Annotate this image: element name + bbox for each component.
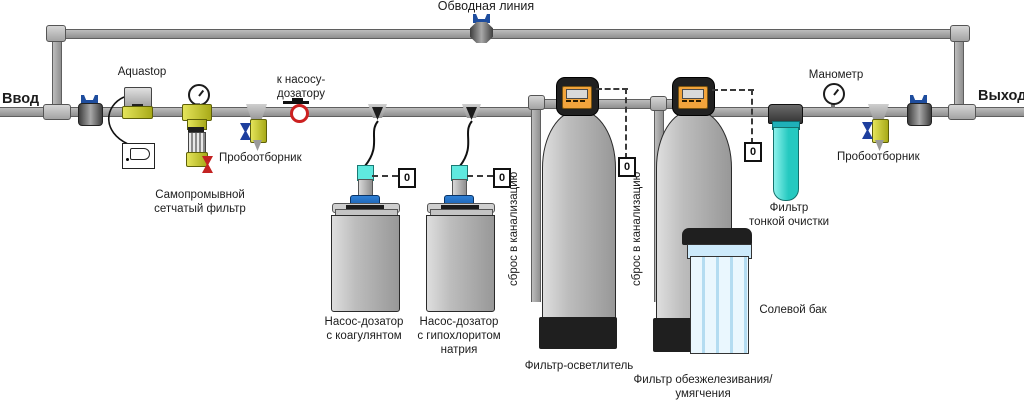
bypass-pipe [52, 29, 962, 39]
elbow-drain-2 [650, 96, 667, 111]
pump1-injection-wedge [372, 107, 383, 120]
filter1-base [539, 317, 617, 349]
filter1-head-button [580, 100, 585, 102]
leak-sensor-dot [126, 158, 129, 161]
filter1-head-button [566, 100, 571, 102]
salt-tank-body [690, 256, 749, 354]
drain-pipe-1 [531, 99, 541, 302]
pump1-tank-band [346, 205, 384, 211]
pump2-power-dash [467, 175, 493, 177]
bypass-valve [470, 22, 493, 43]
filter1-label: Фильтр-осветлитель [524, 360, 634, 372]
filter2-head-button [689, 100, 694, 102]
pump1-tank [331, 215, 400, 312]
injection-pointer-nub [292, 98, 303, 102]
pump1-label-2: с коагулянтом [326, 330, 402, 342]
filter1-power-dash-h [596, 88, 628, 90]
salt-tank-label: Солевой бак [759, 304, 827, 316]
pump2-label-3: натрия [440, 344, 478, 356]
fine-filter-body [773, 127, 799, 201]
leak-sensor-icon [122, 143, 155, 169]
outlet-symbol: 0 [749, 146, 757, 158]
pump2-tank-band [441, 205, 479, 211]
filter1-head-display [566, 89, 588, 99]
filter1-head-button [573, 100, 578, 102]
tee-left [43, 104, 71, 120]
sampler2-handle [862, 122, 873, 139]
outlet-symbol: 0 [623, 161, 631, 173]
filter2-power-dash-h [712, 89, 754, 91]
pump2-label-2: с гипохлоритом [417, 330, 501, 342]
injection-pointer [283, 101, 309, 104]
pump1-label-1: Насос-дозатор [324, 316, 404, 328]
filter2-head-display [682, 89, 704, 99]
filter1-tank [542, 110, 616, 320]
filter2-head-button [696, 100, 701, 102]
aquastop-cable [108, 96, 129, 145]
filter2-label-2: умягчения [675, 388, 731, 400]
manometer-gauge-icon [823, 83, 845, 105]
sampler1-spout [253, 140, 262, 151]
filter2-label-1: Фильтр обезжелезивания/ [633, 374, 773, 386]
leak-sensor-symbol [130, 148, 150, 160]
sampler2-label: Пробоотборник [837, 151, 920, 163]
sampler1-label: Пробоотборник [219, 152, 302, 164]
main-pipe-right [710, 107, 1024, 117]
to-doser-label-2: дозатору [277, 88, 325, 100]
pump2-injection-wedge [466, 107, 477, 120]
main-pipe-left [0, 107, 540, 117]
pump1-power-outlet-icon: 0 [398, 168, 416, 188]
sampler1-tee [246, 104, 267, 120]
pump1-power-dash [372, 175, 398, 177]
to-doser-label-1: к насосу- [276, 74, 326, 86]
pump2-cable [459, 120, 473, 167]
inter-filter-pipe [594, 99, 678, 109]
injection-ring-icon [290, 104, 309, 123]
outlet-label: Выход [978, 88, 1024, 104]
sampler1-handle [240, 123, 251, 140]
head1-inlet-pipe [533, 99, 561, 109]
outlet-symbol: 0 [498, 172, 506, 184]
pump1-cable [364, 120, 379, 167]
bypass-label: Обводная линия [437, 0, 535, 13]
fine-filter-label-1: Фильтр [769, 202, 809, 214]
sampler1-body [250, 119, 267, 143]
filter2-power-outlet-icon: 0 [744, 142, 762, 162]
filter2-head-button [682, 100, 687, 102]
elbow-top-left [46, 25, 66, 42]
aquastop-valve [122, 106, 153, 119]
filter1-power-dash-v [625, 88, 627, 159]
drain1-label: сброс в канализацию [508, 171, 520, 287]
mesh-filter-drain-handle [202, 156, 213, 173]
mesh-filter-label-2: сетчатый фильтр [154, 203, 246, 215]
elbow-drain-1 [528, 95, 545, 110]
sampler2-body [872, 119, 889, 143]
bypass-riser-right [954, 33, 964, 111]
mesh-filter-band [188, 127, 204, 133]
elbow-top-right [950, 25, 970, 42]
bypass-valve-handle [473, 14, 490, 23]
pump2-tank [426, 215, 495, 312]
inlet-valve [78, 103, 103, 126]
salt-tank-lid [682, 228, 752, 245]
aquastop-label: Aquastop [117, 66, 167, 78]
tee-right [948, 104, 976, 120]
pump2-power-outlet-icon: 0 [493, 168, 511, 188]
filter2-power-dash-v [751, 89, 753, 144]
fine-filter-label-2: тонкой очистки [748, 216, 830, 228]
bypass-riser-left [52, 33, 62, 111]
pump2-label-1: Насос-дозатор [419, 316, 499, 328]
filter1-power-outlet-icon: 0 [618, 157, 636, 177]
outlet-symbol: 0 [403, 172, 411, 184]
mesh-filter-label-1: Самопромывной [155, 189, 245, 201]
manometer-label: Манометр [808, 69, 864, 81]
outlet-valve [907, 103, 932, 126]
sampler2-tee [868, 104, 889, 120]
inlet-label: Ввод [2, 91, 40, 107]
sampler2-spout [875, 140, 884, 151]
